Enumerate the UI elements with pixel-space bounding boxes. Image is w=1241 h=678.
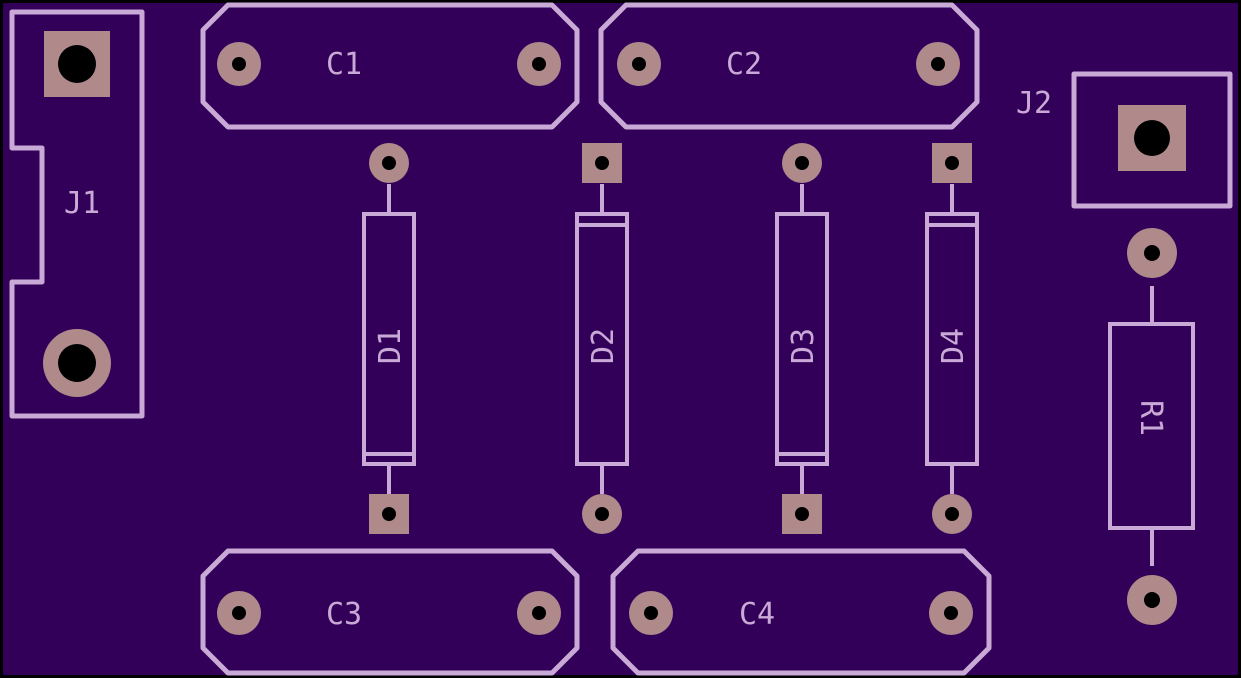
c1-label: C1 [326,47,362,82]
j2-label: J2 [1016,86,1052,121]
c2-hole-2 [931,57,945,71]
diode-d3[interactable]: D3 [775,143,829,534]
capacitor-c1[interactable]: C1 [200,2,580,130]
c3-hole-2 [532,606,546,620]
c3-outline [200,548,580,676]
r1-body [1108,322,1195,530]
j2-hole-1 [1134,120,1170,156]
capacitor-c3[interactable]: C3 [200,548,580,676]
d3-hole-cathode [795,507,809,521]
d2-hole-cathode [595,156,609,170]
c4-outline [610,548,992,676]
d1-label: D1 [373,328,408,364]
c4-label: C4 [739,597,775,632]
capacitor-c4[interactable]: C4 [610,548,992,676]
capacitor-c2[interactable]: C2 [598,2,980,130]
j2-outline [1071,71,1233,209]
d3-hole-anode [795,156,809,170]
d2-hole-anode [595,507,609,521]
diode-d1[interactable]: D1 [362,143,416,534]
r1-label: R1 [1133,400,1168,436]
connector-j2[interactable]: J2 [1016,71,1233,209]
r1-hole-1 [1144,245,1160,261]
j1-label: J1 [64,186,100,221]
c3-label: C3 [326,597,362,632]
r1-hole-2 [1144,592,1160,608]
d4-label: D4 [936,328,971,364]
connector-j1[interactable]: J1 [9,9,145,419]
c3-hole-1 [232,606,246,620]
d1-hole-cathode [382,507,396,521]
d3-label: D3 [786,328,821,364]
diode-d2[interactable]: D2 [575,143,629,534]
c2-label: C2 [726,47,762,82]
c1-outline [200,2,580,130]
d2-label: D2 [586,328,621,364]
c1-hole-2 [532,57,546,71]
d1-body [362,212,416,466]
d4-hole-cathode [945,156,959,170]
j1-outline [9,9,145,419]
j1-hole-1 [58,45,96,83]
d1-hole-anode [382,156,396,170]
c2-outline [598,2,980,130]
j1-hole-2 [58,344,96,382]
d4-body [925,212,979,466]
diode-d4[interactable]: D4 [925,143,979,534]
c1-hole-1 [232,57,246,71]
d2-body [575,212,629,466]
c2-hole-1 [632,57,646,71]
c4-hole-2 [944,606,958,620]
resistor-r1[interactable]: R1 [1108,228,1195,625]
d3-body [775,212,829,466]
d4-hole-anode [945,507,959,521]
c4-hole-1 [644,606,658,620]
